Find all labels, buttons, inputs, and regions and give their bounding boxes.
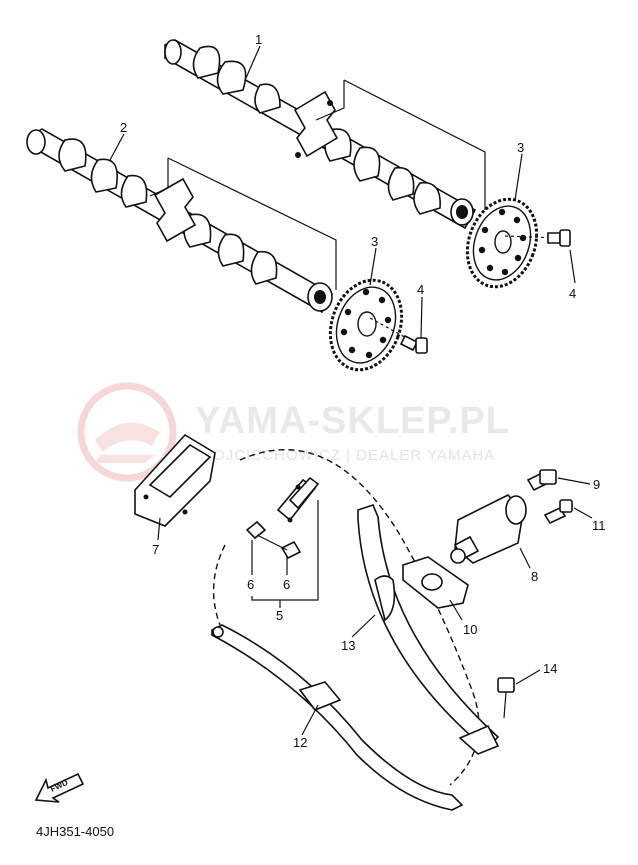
chain-guide-12 xyxy=(211,624,464,811)
label-6-right: 6 xyxy=(283,577,290,592)
bolt-9 xyxy=(526,469,591,492)
sprocket-3-lower xyxy=(328,278,404,372)
watermark-title: YAMA-SKLEP.PL xyxy=(195,400,510,442)
diagram-code: 4JH351-4050 xyxy=(36,824,114,839)
label-12: 12 xyxy=(293,735,307,750)
label-1: 1 xyxy=(255,32,262,47)
label-4-lower: 4 xyxy=(417,282,424,297)
label-10: 10 xyxy=(463,622,477,637)
label-4-upper: 4 xyxy=(569,286,576,301)
chain-tensioner-8 xyxy=(450,494,531,569)
chain-guide-13 xyxy=(351,504,500,755)
label-14: 14 xyxy=(543,661,557,676)
label-3-lower: 3 xyxy=(371,234,378,249)
bolt-4-lower xyxy=(369,317,428,354)
watermark-logo xyxy=(77,382,177,482)
sprocket-3-upper xyxy=(465,197,539,289)
label-11: 11 xyxy=(592,518,606,533)
gasket-10 xyxy=(402,556,469,621)
fwd-arrow-icon: FWD xyxy=(34,772,85,803)
bolt-14 xyxy=(497,669,541,719)
leader-lines xyxy=(109,45,576,339)
label-8: 8 xyxy=(531,569,538,584)
label-2: 2 xyxy=(120,120,127,135)
camshaft-1 xyxy=(164,39,477,230)
chain-guide-7 xyxy=(134,433,216,541)
bolt-11 xyxy=(543,499,593,525)
label-3-upper: 3 xyxy=(517,140,524,155)
label-6-left: 6 xyxy=(247,577,254,592)
bolt-4-upper xyxy=(504,229,571,247)
watermark-subtitle: WOJCIECHOWICZ | DEALER YAMAHA xyxy=(198,447,495,464)
label-13: 13 xyxy=(341,638,355,653)
label-5: 5 xyxy=(276,608,283,623)
camshaft-2 xyxy=(26,128,334,314)
label-9: 9 xyxy=(593,477,600,492)
chain-joint-6 xyxy=(245,500,319,608)
label-7: 7 xyxy=(152,542,159,557)
